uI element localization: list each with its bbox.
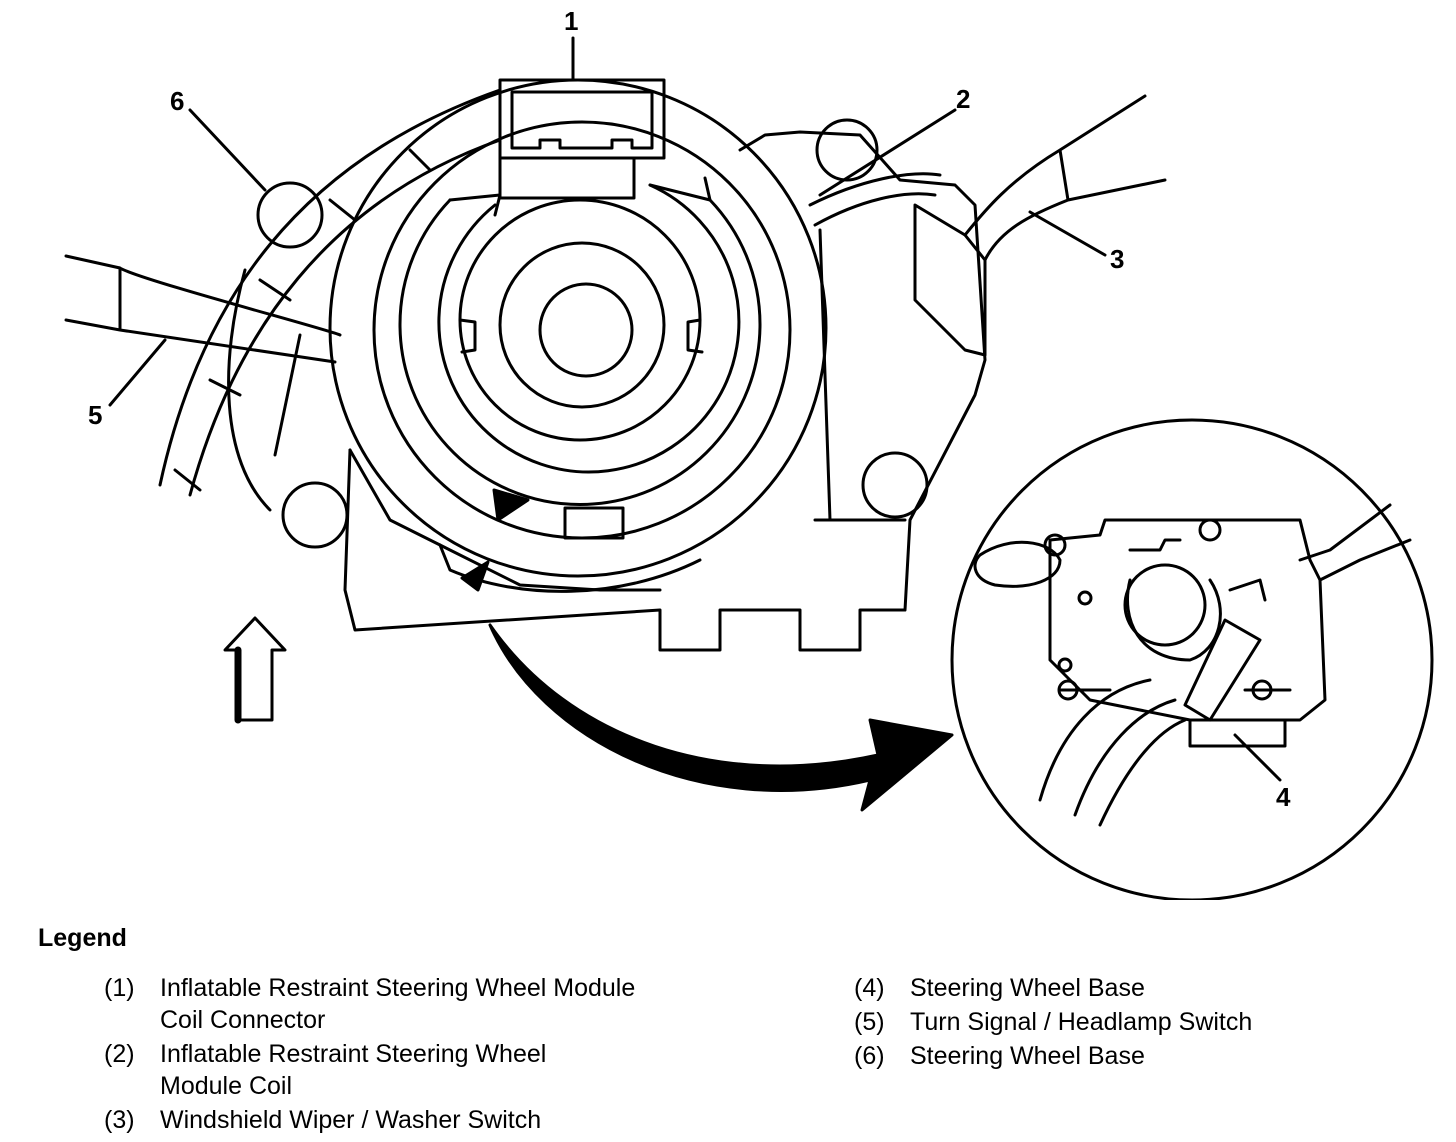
wiring-harness-inner bbox=[188, 138, 502, 497]
leader-line-2 bbox=[818, 108, 957, 197]
leader-line-3 bbox=[1028, 210, 1107, 257]
legend-item-6: (6) Steering Wheel Base bbox=[854, 1040, 1414, 1072]
callout-5: 5 bbox=[88, 400, 102, 430]
coil-ring-6 bbox=[498, 241, 666, 409]
coil-outer-ring bbox=[328, 78, 828, 578]
legend-number: (6) bbox=[854, 1042, 885, 1070]
coil-ring-2 bbox=[372, 120, 792, 540]
legend-left-column: (1) Inflatable Restraint Steering Wheel … bbox=[104, 972, 744, 1138]
coil-connector-housing bbox=[498, 78, 666, 160]
mounting-boss-upper-right bbox=[815, 118, 879, 182]
legend-text: Inflatable Restraint Steering Wheel Modu… bbox=[160, 972, 744, 1036]
legend-item-4: (4) Steering Wheel Base bbox=[854, 972, 1414, 1004]
legend-line: Coil Connector bbox=[160, 1006, 326, 1034]
wiring-harness-band bbox=[173, 148, 432, 492]
mounting-boss-upper-left bbox=[256, 181, 324, 249]
legend-number: (3) bbox=[104, 1106, 135, 1134]
callout-1: 1 bbox=[564, 6, 578, 36]
coil-lead-wire bbox=[808, 172, 942, 227]
legend-text: Steering Wheel Base bbox=[910, 974, 1145, 1002]
coil-connector-latch bbox=[510, 90, 654, 150]
coil-ring-4 bbox=[437, 183, 741, 474]
detail-view-content bbox=[973, 503, 1412, 827]
leader-line-5 bbox=[108, 338, 167, 407]
legend-number: (4) bbox=[854, 974, 885, 1002]
legend-number: (5) bbox=[854, 1008, 885, 1036]
coil-hub bbox=[538, 282, 634, 378]
view-direction-arrow bbox=[223, 616, 287, 722]
mounting-boss-lower-right bbox=[861, 451, 929, 519]
turn-signal-lever bbox=[64, 254, 342, 364]
coil-connector-base bbox=[498, 156, 636, 200]
harness-loop bbox=[227, 268, 272, 512]
steering-column-diagram: 1 2 3 4 5 6 bbox=[64, 6, 1434, 900]
legend-item-3: (3) Windshield Wiper / Washer Switch bbox=[104, 1104, 744, 1136]
legend-line: Inflatable Restraint Steering Wheel Modu… bbox=[160, 974, 636, 1002]
legend-item-1: (1) Inflatable Restraint Steering Wheel … bbox=[104, 972, 744, 1036]
leader-line-6 bbox=[188, 108, 267, 192]
legend-line: Module Coil bbox=[160, 1072, 293, 1100]
legend-text: Turn Signal / Headlamp Switch bbox=[910, 1008, 1253, 1036]
callout-2: 2 bbox=[956, 84, 970, 114]
alignment-arrow-lower bbox=[460, 560, 490, 592]
callout-4: 4 bbox=[1276, 782, 1291, 812]
detail-view-circle bbox=[950, 418, 1434, 900]
legend-right-column: (4) Steering Wheel Base (5) Turn Signal … bbox=[854, 972, 1414, 1074]
leader-line-4 bbox=[1233, 733, 1282, 782]
lower-track bbox=[438, 543, 702, 593]
legend-text: Windshield Wiper / Washer Switch bbox=[160, 1104, 744, 1136]
legend-text: Steering Wheel Base bbox=[910, 1042, 1145, 1070]
callout-6: 6 bbox=[170, 86, 184, 116]
legend-item-5: (5) Turn Signal / Headlamp Switch bbox=[854, 1006, 1414, 1038]
alignment-arrow-upper bbox=[492, 488, 530, 522]
legend-line: Windshield Wiper / Washer Switch bbox=[160, 1106, 542, 1134]
detail-flow-arrow bbox=[488, 623, 954, 812]
wiper-lever bbox=[963, 94, 1167, 262]
legend-number: (1) bbox=[104, 974, 135, 1002]
legend-title: Legend bbox=[38, 924, 127, 952]
legend-text: Inflatable Restraint Steering Wheel Modu… bbox=[160, 1038, 744, 1102]
coil-ring-3 bbox=[398, 198, 762, 506]
callout-3: 3 bbox=[1110, 244, 1124, 274]
alignment-window bbox=[563, 506, 625, 540]
wiring-harness-outer bbox=[158, 88, 502, 487]
legend-item-2: (2) Inflatable Restraint Steering Wheel … bbox=[104, 1038, 744, 1102]
coil-slot-right bbox=[686, 318, 704, 354]
legend-line: Inflatable Restraint Steering Wheel bbox=[160, 1040, 547, 1068]
wiper-switch-body bbox=[913, 203, 987, 357]
legend-number: (2) bbox=[104, 1040, 135, 1068]
mounting-boss-lower-left bbox=[281, 481, 349, 549]
coil-slot-left bbox=[458, 318, 477, 354]
column-base-step bbox=[438, 543, 662, 592]
turn-signal-lever-stem bbox=[273, 333, 302, 457]
